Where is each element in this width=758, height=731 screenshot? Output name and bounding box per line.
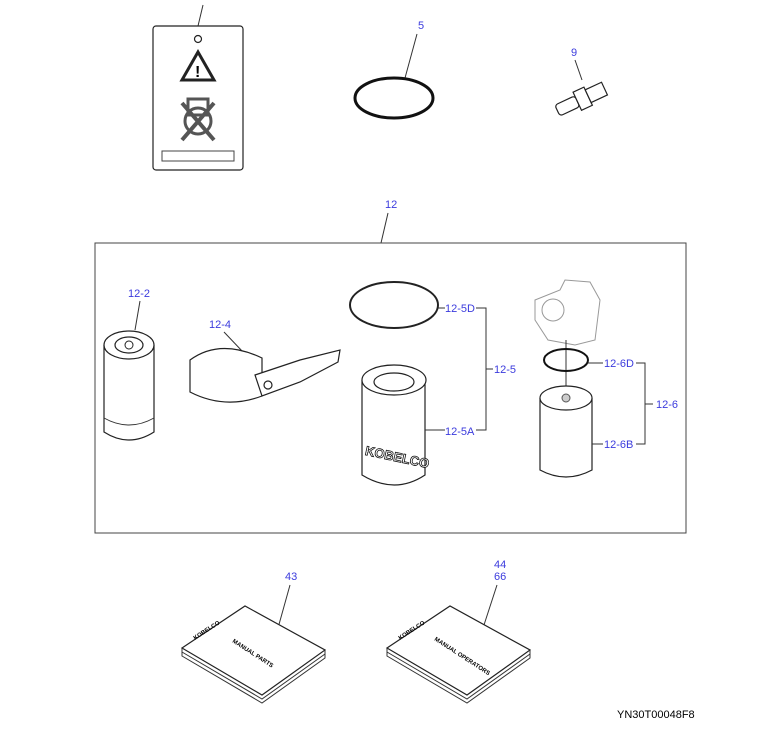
part-43-parts-manual[interactable]: 43 KOBELCO MANUAL PARTS — [180, 571, 327, 704]
warning-tag[interactable]: ! — [152, 4, 244, 171]
part-9-hose-fitting[interactable]: 9 — [553, 47, 609, 120]
callout-66: 66 — [494, 571, 506, 583]
callout-9: 9 — [571, 47, 577, 59]
part-5-o-ring[interactable]: 5 — [353, 20, 435, 120]
warning-triangle-icon — [179, 48, 217, 82]
svg-text:!: ! — [195, 64, 200, 81]
callout-12-6D: 12-6D — [604, 358, 634, 370]
callout-12: 12 — [385, 199, 397, 211]
callout-12-4: 12-4 — [209, 319, 231, 331]
callout-12-5: 12-5 — [494, 364, 516, 376]
callout-5: 5 — [418, 20, 424, 32]
drawing-code: YN30T00048F8 — [617, 709, 695, 721]
part-12-6-filter-assy[interactable]: 12-6D 12-6B 12-6 — [534, 279, 678, 478]
callout-12-6B: 12-6B — [604, 439, 633, 451]
callout-12-5A: 12-5A — [445, 426, 475, 438]
part-12-4-filter-wrench[interactable]: 12-4 — [189, 319, 341, 403]
callout-43: 43 — [285, 571, 297, 583]
part-44-66-operators-manual[interactable]: 44 66 KOBELCO MANUAL OPERATORS — [385, 559, 532, 704]
callout-12-6: 12-6 — [656, 399, 678, 411]
part-12-5-filter-assy[interactable]: KOBELCO 12-5D 12-5A 12-5 — [349, 281, 516, 486]
callout-44: 44 — [494, 559, 506, 571]
callout-12-5D: 12-5D — [445, 303, 475, 315]
kit-12-box — [94, 242, 687, 534]
no-operate-icon — [180, 97, 216, 142]
part-12-2-filter[interactable]: 12-2 — [103, 288, 155, 441]
callout-12-2: 12-2 — [128, 288, 150, 300]
